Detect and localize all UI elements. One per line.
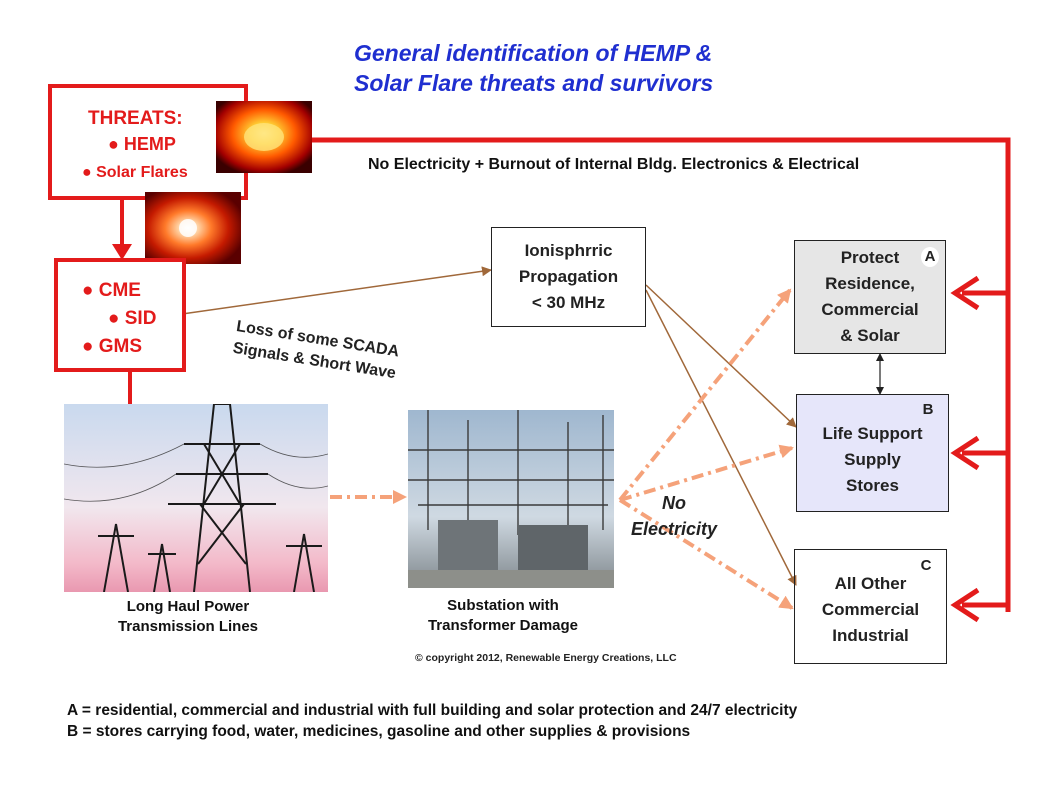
threats-heading: THREATS: — [88, 108, 183, 129]
bus-arrow-b — [950, 435, 1008, 471]
survivor-a-line-4: & Solar — [840, 326, 900, 345]
legend: A = residential, commercial and industri… — [67, 700, 797, 742]
ionosphere-line-3: < 30 MHz — [531, 293, 606, 312]
survivor-b-line-2: Supply — [844, 450, 901, 469]
survivor-box-a: Protect Residence, Commercial & Solar — [794, 240, 946, 354]
threat-item-hemp: ● HEMP — [108, 134, 176, 154]
survivor-c-line-3: Industrial — [832, 625, 909, 645]
bus-arrow-a — [950, 275, 1008, 311]
substation-to-c-arrow — [618, 498, 794, 610]
no-electricity-line-2: Electricity — [630, 519, 718, 539]
copyright-notice: © copyright 2012, Renewable Energy Creat… — [415, 652, 677, 664]
no-electricity-line-1: No — [662, 493, 686, 513]
threats-to-effects-arrow — [112, 200, 132, 260]
title-line-1: General identification of HEMP & — [354, 40, 713, 66]
survivor-c-line-2: Commercial — [821, 599, 920, 619]
effect-item-sid: ● SID — [108, 308, 157, 329]
survivor-box-c: All Other Commercial Industrial — [794, 549, 947, 664]
power-lines-caption-line-2: Transmission Lines — [117, 618, 259, 635]
nuclear-explosion-image — [216, 101, 312, 173]
effects-box: ● CME ● SID ● GMS — [54, 258, 186, 372]
power-lines-caption-line-1: Long Haul Power — [126, 598, 250, 615]
survivor-a-line-2: Residence, — [825, 274, 915, 293]
transmission-lines-caption: Long Haul Power Transmission Lines — [80, 597, 296, 637]
ionosphere-line-1: Ionisphrric — [524, 241, 613, 260]
survivor-b-line-3: Stores — [846, 476, 899, 495]
title-line-2: Solar Flare threats and survivors — [354, 70, 714, 96]
survivor-a-badge: A — [921, 247, 939, 267]
threats-box: THREATS: ● HEMP ● Solar Flares — [48, 84, 248, 200]
solar-flare-image — [145, 192, 241, 264]
survivor-c-badge: C — [917, 556, 935, 576]
substation-photo — [408, 410, 614, 588]
diagram-title: General identification of HEMP & Solar F… — [354, 38, 713, 98]
no-electricity-label: No Electricity — [620, 490, 728, 542]
survivor-a-line-3: Commercial — [821, 300, 919, 319]
survivor-a-line-1: Protect — [840, 248, 900, 267]
ionosphere-to-c-arrow — [645, 289, 797, 586]
transmission-lines-photo — [63, 403, 329, 593]
substation-caption-line-2: Transformer Damage — [427, 617, 579, 634]
survivor-b-line-1: Life Support — [822, 424, 923, 443]
substation-caption: Substation with Transformer Damage — [400, 596, 606, 636]
legend-b: B = stores carrying food, water, medicin… — [67, 723, 691, 740]
substation-to-a-arrow — [618, 288, 792, 502]
burnout-banner: No Electricity + Burnout of Internal Bld… — [368, 156, 860, 173]
effect-item-cme: ● CME — [82, 280, 141, 301]
threat-item-solar-flares: ● Solar Flares — [82, 164, 188, 181]
effects-to-ionosphere-arrow — [167, 266, 492, 317]
survivor-b-badge: B — [919, 400, 937, 420]
substation-to-b-arrow — [619, 444, 794, 502]
ionosphere-to-b-arrow — [645, 284, 797, 428]
bus-arrow-c — [950, 587, 1008, 623]
effect-item-gms: ● GMS — [82, 336, 143, 357]
survivor-c-line-1: All Other — [834, 573, 907, 593]
ionosphere-line-2: Propagation — [518, 267, 619, 286]
legend-a: A = residential, commercial and industri… — [67, 702, 798, 719]
substation-caption-line-1: Substation with — [447, 597, 559, 614]
ionosphere-propagation-box: Ionisphrric Propagation < 30 MHz — [491, 227, 646, 327]
